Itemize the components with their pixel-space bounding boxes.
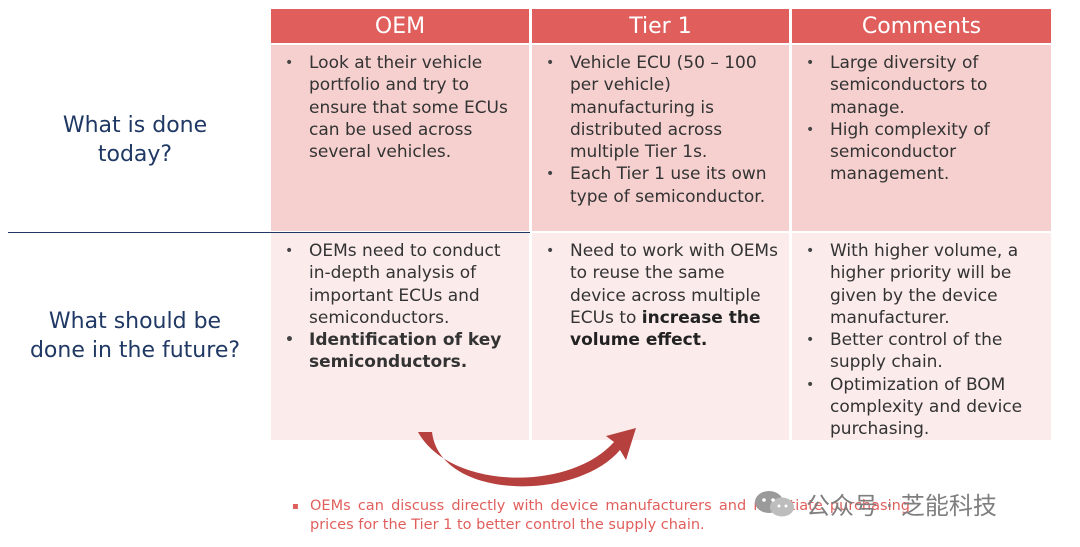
row-label-today-text: What is done today? bbox=[62, 113, 208, 167]
row-divider bbox=[8, 232, 530, 233]
header-oem: OEM bbox=[271, 9, 529, 43]
bullet-future-oem-1: OEMs need to conduct in-depth analysis o… bbox=[279, 240, 521, 329]
header-comments-label: Comments bbox=[861, 13, 982, 39]
cell-future-tier1: Need to work with OEMs to reuse the same… bbox=[532, 233, 789, 440]
cell-future-oem: OEMs need to conduct in-depth analysis o… bbox=[271, 233, 529, 440]
cell-today-tier1: Vehicle ECU (50 – 100 per vehicle) manuf… bbox=[532, 45, 789, 231]
row-label-future-text: What should be done in the future? bbox=[29, 309, 241, 363]
bullet-future-comments-2: Better control of the supply chain. bbox=[800, 329, 1043, 374]
bullet-today-comments-2: High complexity of semiconductor managem… bbox=[800, 119, 1043, 186]
bullet-future-tier1-1: Need to work with OEMs to reuse the same… bbox=[540, 240, 781, 351]
header-tier1-label: Tier 1 bbox=[629, 13, 692, 39]
header-oem-label: OEM bbox=[374, 13, 426, 39]
bullet-future-oem-2: Identification of key semiconductors. bbox=[279, 329, 521, 374]
bullet-today-oem-1: Look at their vehicle portfolio and try … bbox=[279, 52, 521, 163]
footnote-bullet: ▪ bbox=[292, 501, 299, 512]
watermark-text: 公众号 · 芝能科技 bbox=[806, 492, 997, 520]
bullet-future-tier1-text: Need to work with OEMs to reuse the same… bbox=[570, 241, 778, 328]
bullet-today-tier1-2: Each Tier 1 use its own type of semicond… bbox=[540, 163, 781, 208]
row-label-future: What should be done in the future? bbox=[0, 236, 270, 436]
curved-arrow-icon bbox=[418, 428, 636, 487]
bullet-future-tier1-bold: increase the volume effect. bbox=[570, 307, 761, 351]
cell-future-comments: With higher volume, a higher priority wi… bbox=[792, 233, 1051, 440]
bullet-today-comments-1: Large diversity of semiconductors to man… bbox=[800, 52, 1043, 119]
watermark: 公众号 · 芝能科技 bbox=[752, 486, 997, 521]
bullet-future-comments-3: Optimization of BOM complexity and devic… bbox=[800, 374, 1043, 441]
bullet-today-tier1-1: Vehicle ECU (50 – 100 per vehicle) manuf… bbox=[540, 52, 781, 163]
cell-today-oem: Look at their vehicle portfolio and try … bbox=[271, 45, 529, 231]
row-label-today: What is done today? bbox=[0, 50, 270, 230]
header-tier1: Tier 1 bbox=[532, 9, 789, 43]
cell-today-comments: Large diversity of semiconductors to man… bbox=[792, 45, 1051, 231]
header-comments: Comments bbox=[792, 9, 1051, 43]
bullet-future-comments-1: With higher volume, a higher priority wi… bbox=[800, 240, 1043, 329]
wechat-logo-icon bbox=[755, 490, 794, 516]
